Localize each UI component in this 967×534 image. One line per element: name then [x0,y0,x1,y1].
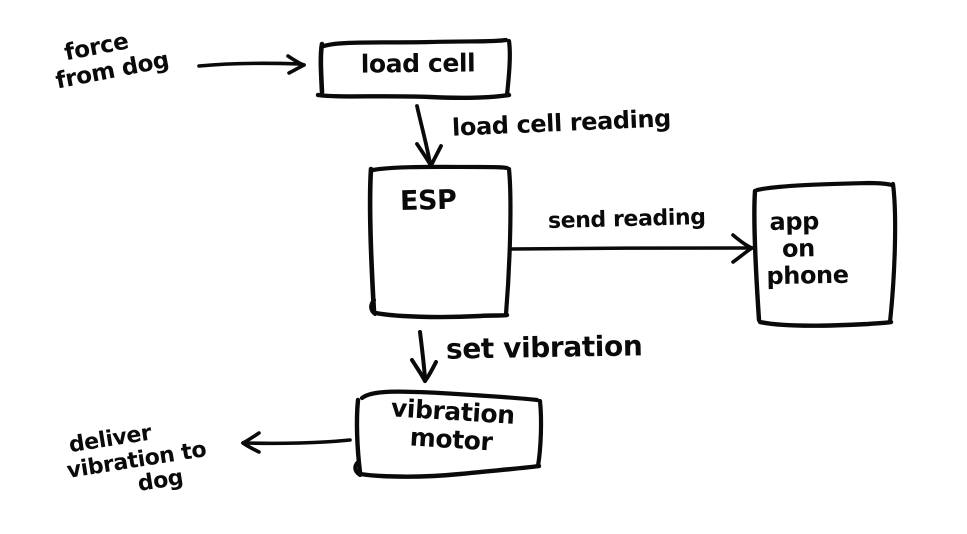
node-box-app-on-phone [752,180,898,328]
node-label-app-line3: phone [766,260,849,290]
node-label-load-cell: load cell [360,48,476,79]
edge-label-set-vibration: set vibration [445,329,643,366]
node-box-esp [367,164,513,320]
node-label-esp: ESP [399,184,457,218]
node-label-app-line1: app [769,207,820,237]
arrow-load-cell-reading [415,104,443,168]
node-box-load-cell [315,37,512,101]
node-label-app-line2: on [781,234,816,263]
node-box-vibration-motor [353,389,544,479]
edge-label-send-reading: send reading [547,204,706,235]
arrow-send-reading [509,233,754,264]
arrow-deliver-vibration-to-dog [241,431,352,454]
arrow-force-from-dog [197,54,306,75]
arrow-set-vibration [410,330,438,383]
